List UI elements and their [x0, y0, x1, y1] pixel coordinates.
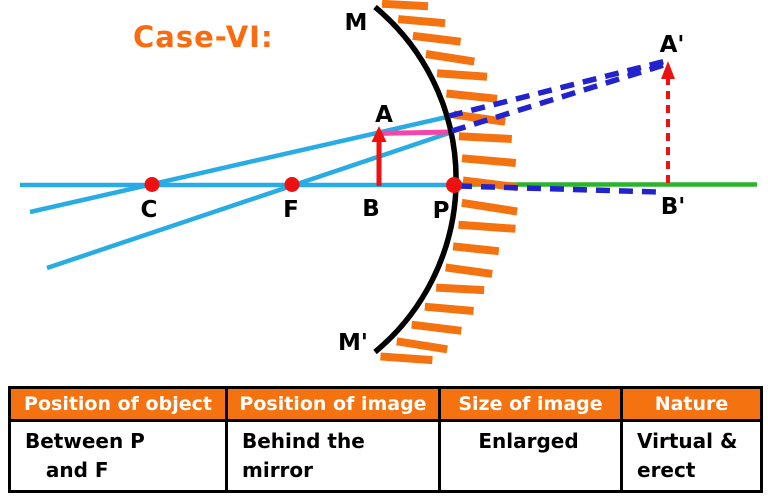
hatch-tick — [458, 220, 516, 233]
hatch-tick — [461, 154, 517, 167]
hatch-tick — [461, 198, 518, 216]
header-nature: Nature — [623, 389, 760, 422]
hatch-tick — [445, 89, 498, 103]
hatch-tick — [453, 110, 506, 126]
virtual-axis-extension — [457, 183, 659, 195]
label-image-foot: B' — [661, 194, 686, 220]
label-focus: F — [283, 197, 299, 223]
hatch-tick — [396, 337, 448, 354]
label-centre: C — [141, 197, 158, 223]
cell-position-of-image: Behind the mirror — [228, 422, 441, 490]
focus-dot — [284, 177, 300, 192]
virtual-ray-upper — [448, 58, 667, 119]
hatch-tick — [445, 263, 493, 278]
pole-dot — [446, 177, 462, 193]
label-mirror-bottom: M' — [338, 330, 368, 356]
label-pole: P — [433, 198, 450, 224]
ray-through-focus — [46, 129, 453, 271]
label-object-foot: B — [362, 196, 380, 222]
incident-ray-parallel — [375, 129, 453, 136]
hatch-tick — [424, 302, 474, 315]
mirror-hatching — [380, 0, 519, 365]
cell-size-of-image: Enlarged — [441, 422, 623, 490]
hatch-tick — [412, 31, 462, 46]
virtual-ray-lower — [451, 62, 665, 134]
centre-dot — [144, 177, 160, 192]
cell-position-of-object: Between P and F — [11, 422, 228, 490]
hatch-tick — [425, 50, 475, 66]
hatch-tick — [380, 352, 433, 365]
hatch-tick — [436, 69, 488, 81]
header-position-of-object: Position of object — [11, 389, 228, 422]
label-object-head: A — [375, 102, 393, 128]
image-arrowhead — [661, 61, 675, 79]
hatch-tick — [397, 15, 446, 28]
object-arrowhead — [371, 126, 387, 142]
ray-diagram: M M' A B P C F A' B' — [20, 0, 757, 365]
hatch-tick — [452, 242, 500, 256]
label-mirror-top: M — [345, 10, 368, 36]
label-image-head: A' — [660, 32, 685, 58]
header-size-of-image: Size of image — [441, 389, 623, 422]
cell-nature: Virtual & erect — [623, 422, 760, 490]
case-title: Case-VI: — [133, 20, 274, 54]
hatch-tick — [381, 0, 429, 11]
hatch-tick — [411, 320, 462, 335]
hatch-tick — [458, 132, 513, 143]
header-position-of-image: Position of image — [228, 389, 441, 422]
summary-table: Position of object Position of image Siz… — [8, 386, 763, 493]
hatch-tick — [435, 283, 485, 295]
